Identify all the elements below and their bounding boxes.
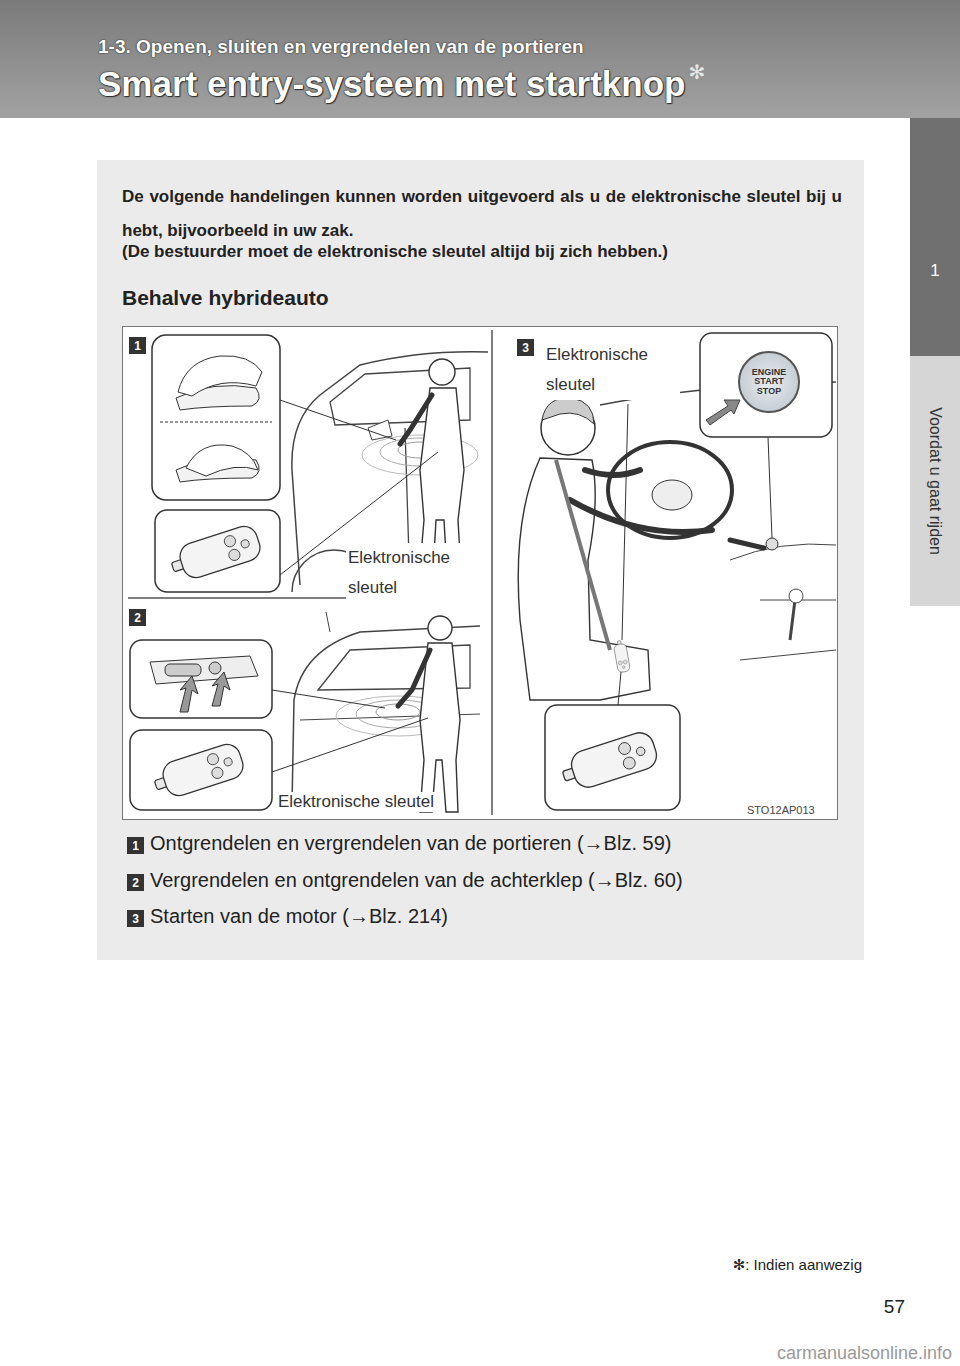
button-text: ENGINE START STOP bbox=[746, 368, 792, 396]
chapter-number: 1 bbox=[910, 261, 960, 281]
button-inset bbox=[700, 333, 832, 437]
key-inset bbox=[130, 730, 272, 810]
leader-line bbox=[622, 404, 628, 640]
intro-text: De volgende handelingen kunnen worden ui… bbox=[122, 180, 842, 248]
list-item: Ontgrendelen en vergrendelen van de port… bbox=[150, 832, 671, 855]
key-fob bbox=[613, 640, 631, 673]
dashed-separator bbox=[160, 422, 272, 423]
finger bbox=[730, 540, 764, 548]
gear-knob bbox=[789, 589, 803, 603]
seat-belt bbox=[556, 460, 610, 650]
console bbox=[740, 600, 836, 660]
key-fob bbox=[150, 741, 246, 802]
person-body bbox=[518, 458, 650, 700]
page-number: 57 bbox=[884, 1296, 905, 1318]
handle-inset bbox=[130, 640, 272, 718]
header-band: 1-3. Openen, sluiten en vergrendelen van… bbox=[0, 0, 960, 118]
leader-line bbox=[768, 437, 772, 538]
page-title: Smart entry-systeem met startknop bbox=[98, 64, 685, 104]
key-inset bbox=[545, 705, 680, 810]
list-item: Vergrendelen en ontgrendelen van de acht… bbox=[150, 869, 683, 892]
frame-ground bbox=[122, 326, 838, 820]
push-arrow bbox=[180, 676, 198, 712]
part-label: Elektronische sleutel bbox=[346, 543, 482, 603]
callout-number-text: 2 bbox=[132, 877, 139, 889]
callout-number: 3 bbox=[127, 910, 144, 927]
tailgate-switch bbox=[165, 664, 201, 676]
person-arm bbox=[400, 395, 432, 444]
dashboard bbox=[730, 544, 836, 560]
divider bbox=[491, 330, 493, 815]
hand bbox=[186, 445, 258, 476]
figure-code: STO12AP013 bbox=[747, 804, 815, 816]
callout-number: 1 bbox=[129, 337, 146, 354]
hand bbox=[178, 356, 262, 396]
antenna bbox=[326, 612, 330, 632]
section-heading: 1-3. Openen, sluiten en vergrendelen van… bbox=[98, 36, 584, 58]
person-head bbox=[428, 616, 452, 640]
callout-number-text: 2 bbox=[134, 612, 141, 624]
panel-ground bbox=[97, 160, 864, 960]
handle-inset bbox=[152, 335, 280, 500]
leader-line bbox=[272, 690, 385, 708]
footnote: ✻: Indien aanwezig bbox=[733, 1256, 862, 1274]
leader-line bbox=[272, 718, 428, 772]
start-button-on-dash bbox=[766, 538, 778, 550]
key-inset bbox=[155, 510, 280, 592]
start-button: ENGINE START STOP bbox=[738, 351, 800, 413]
chapter-title: Voordat u gaat rijden bbox=[926, 407, 944, 555]
footnote-mark: ✻ bbox=[688, 60, 705, 84]
push-arrow bbox=[212, 672, 230, 706]
callout-number-text: 1 bbox=[134, 340, 141, 352]
chapter-tab: 1 bbox=[910, 118, 960, 356]
callout-number-text: 3 bbox=[522, 342, 529, 354]
part-label: Elektronische sleutel bbox=[544, 340, 680, 400]
gear-lever bbox=[790, 600, 795, 640]
callout-number: 1 bbox=[127, 837, 144, 854]
part-label: Elektronische sleutel bbox=[276, 792, 436, 812]
person-arm bbox=[570, 500, 712, 532]
chapter-title-tab: Voordat u gaat rijden bbox=[910, 356, 960, 606]
push-arrow bbox=[706, 400, 740, 425]
person-body bbox=[420, 643, 460, 812]
person-hair bbox=[542, 398, 594, 424]
list-item: Starten van de motor (→Blz. 214) bbox=[150, 905, 448, 928]
key-fob bbox=[558, 729, 660, 794]
callout-number: 2 bbox=[127, 874, 144, 891]
callout-number-text: 3 bbox=[132, 913, 139, 925]
intro-note: (De bestuurder moet de elektronische sle… bbox=[122, 238, 842, 266]
lock-button bbox=[209, 662, 221, 674]
tailgate-handle bbox=[150, 656, 258, 684]
leader-line bbox=[280, 400, 396, 440]
person-head bbox=[429, 359, 455, 385]
key-fob bbox=[167, 523, 263, 584]
callout-number: 2 bbox=[129, 609, 146, 626]
steering-hub bbox=[652, 480, 692, 510]
leader-line bbox=[618, 672, 621, 705]
callout-number-text: 1 bbox=[132, 840, 139, 852]
callout-number: 3 bbox=[517, 339, 534, 356]
watermark: carmanualsonline.info bbox=[777, 1343, 952, 1364]
person-arm bbox=[398, 650, 430, 706]
subheading: Behalve hybrideauto bbox=[122, 286, 329, 310]
